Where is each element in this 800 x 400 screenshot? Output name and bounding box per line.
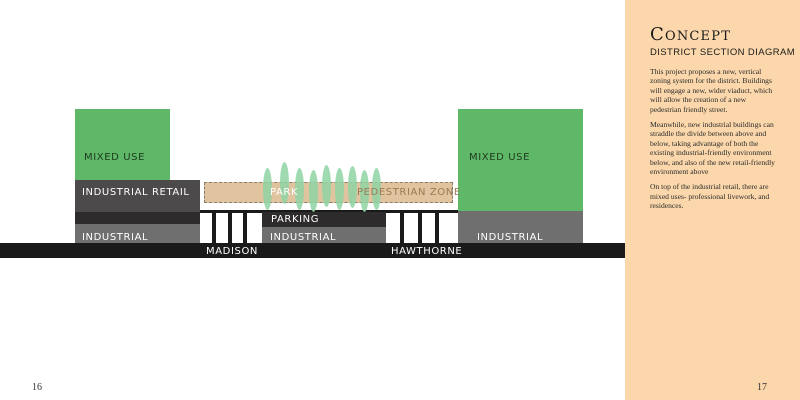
viaduct-column (243, 212, 247, 244)
label-park: PARK (270, 187, 299, 198)
tree-icon (263, 168, 272, 210)
mixed-use-block-left (75, 109, 170, 180)
panel-paragraph: Meanwhile, new industrial buildings can … (650, 120, 775, 177)
label-industrial-center: INDUSTRIAL (270, 232, 337, 243)
left-lower-band (75, 212, 200, 224)
label-industrial-left: INDUSTRIAL (82, 232, 149, 243)
tree-icon (360, 170, 369, 212)
tree-icon (348, 166, 357, 208)
tree-icon (335, 168, 344, 210)
viaduct-column (400, 212, 404, 244)
industrial-block-left (75, 224, 200, 244)
tree-icon (280, 162, 289, 204)
concept-panel: Concept DISTRICT SECTION DIAGRAM This pr… (625, 0, 800, 400)
label-industrial-retail: INDUSTRIAL RETAIL (82, 187, 190, 198)
label-parking: PARKING (271, 214, 320, 225)
page-number-right: 17 (757, 382, 767, 393)
panel-paragraph: On top of the industrial retail, there a… (650, 182, 770, 211)
viaduct-deck (200, 210, 458, 213)
industrial-retail-block (75, 180, 200, 212)
panel-subtitle: DISTRICT SECTION DIAGRAM (650, 47, 796, 58)
label-pedestrian-zone: PEDESTRIAN ZONE (357, 187, 461, 198)
label-madison: MADISON (206, 246, 259, 257)
label-hawthorne: HAWTHORNE (391, 246, 463, 257)
ground-street (0, 243, 625, 258)
tree-icon (372, 168, 381, 210)
parking-block (262, 212, 386, 227)
industrial-block-right (458, 211, 583, 244)
district-section-diagram: MIXED USE MIXED USE INDUSTRIAL RETAIL PA… (0, 109, 625, 393)
industrial-block-center (262, 227, 386, 244)
panel-title: Concept (650, 24, 732, 45)
label-industrial-right: INDUSTRIAL (477, 232, 544, 243)
tree-icon (309, 170, 318, 212)
panel-body: This project proposes a new, vertical zo… (650, 67, 778, 217)
label-mixed-use-right: MIXED USE (469, 152, 531, 163)
tree-icon (295, 168, 304, 210)
label-mixed-use-left: MIXED USE (84, 152, 146, 163)
viaduct-column (418, 212, 422, 244)
viaduct-column (228, 212, 232, 244)
panel-paragraph: This project proposes a new, vertical zo… (650, 67, 773, 114)
mixed-use-block-right (458, 109, 583, 211)
viaduct-column (212, 212, 216, 244)
page-number-left: 16 (32, 382, 42, 393)
viaduct-column (435, 212, 439, 244)
tree-icon (322, 165, 331, 207)
